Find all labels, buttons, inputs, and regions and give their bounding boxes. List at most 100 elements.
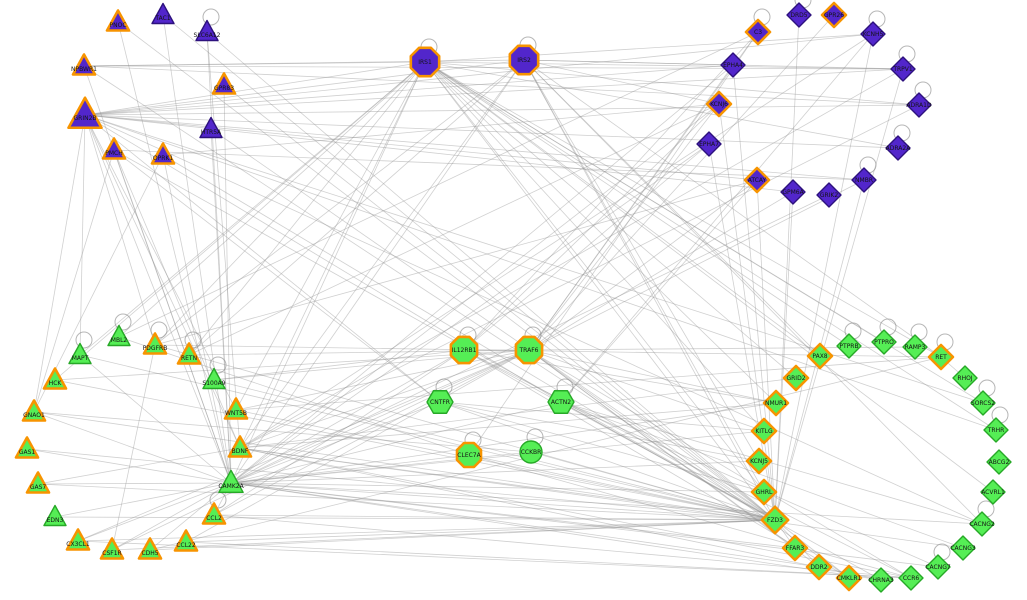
edge-TRAF6-GPR26 xyxy=(528,14,835,351)
edge-TRAF6-NMBR xyxy=(528,179,865,351)
edge-CAMK2A-OPRK1 xyxy=(162,154,232,484)
edge-IRS2-GRIN2B xyxy=(84,59,525,116)
edge-IRS1-GRIN2B xyxy=(84,61,426,116)
edge-CCL22-TRAF6 xyxy=(185,349,530,543)
node-IRS1[interactable]: IRS1 xyxy=(409,46,441,78)
node-CHRNA3[interactable]: CHRNA3 xyxy=(868,567,894,593)
triangle-node-shape xyxy=(211,72,237,95)
edge-CAMK2A-IL12RB1 xyxy=(230,349,465,484)
edge-CAMK2A-MAPT xyxy=(79,354,232,484)
node-ABCG2[interactable]: ABCG2 xyxy=(986,449,1012,475)
diamond-node-shape xyxy=(980,479,1006,505)
edge-CCL22-CCR6 xyxy=(185,541,912,579)
node-CLEC7A[interactable]: CLEC7A xyxy=(455,441,483,469)
triangle-node-shape xyxy=(65,528,91,551)
edge-IL12RB1-NMUR1 xyxy=(463,349,777,404)
diamond-node-shape xyxy=(835,564,863,592)
diamond-node-shape xyxy=(816,182,842,208)
edge-MBL2-IRS1 xyxy=(118,61,426,338)
node-GPR26[interactable]: GPR26 xyxy=(820,1,848,29)
diamond-node-shape xyxy=(760,505,790,535)
node-CCL22[interactable]: CCL22 xyxy=(173,529,199,552)
self-loop-layer xyxy=(75,0,1009,561)
node-TRAF6[interactable]: TRAF6 xyxy=(514,335,544,365)
diamond-node-shape xyxy=(786,2,812,28)
node-IL12RB1[interactable]: IL12RB1 xyxy=(449,335,479,365)
node-CCKBR[interactable]: CCKBR xyxy=(519,440,543,464)
edge-IRS1-GRID2 xyxy=(424,61,797,379)
edge-RETN-IRS2 xyxy=(188,59,525,356)
diamond-node-shape xyxy=(705,90,733,118)
edge-ACTN2-CACNG2 xyxy=(560,401,983,525)
edge-CAMK2A-KCNJ5 xyxy=(230,460,760,484)
node-ACVRL1[interactable]: ACVRL1 xyxy=(980,479,1006,505)
diamond-node-shape xyxy=(806,342,834,370)
node-ACTN2[interactable]: ACTN2 xyxy=(547,390,575,414)
octagon-node-shape xyxy=(514,335,544,365)
self-loop-MAPT xyxy=(75,331,93,349)
node-GRID2[interactable]: GRID2 xyxy=(782,364,810,392)
node-CACNG3[interactable]: CACNG3 xyxy=(950,535,976,561)
edge-CLEC7A-FZD3 xyxy=(468,454,776,521)
node-GPM6A[interactable]: GPM6A xyxy=(780,179,806,205)
edge-FZD3-PNOC xyxy=(117,21,776,521)
node-ADRA2A[interactable]: ADRA2A xyxy=(885,135,912,161)
edge-BDNF-ADRA1D xyxy=(239,104,920,449)
node-PNOC[interactable]: PNOC xyxy=(105,9,131,32)
triangle-node-shape xyxy=(67,96,103,130)
edge-CNTFR-KCNJ5 xyxy=(439,401,760,462)
triangle-node-shape xyxy=(101,137,127,160)
node-KITLG[interactable]: KITLG xyxy=(750,417,778,445)
node-GRIK2[interactable]: GRIK2 xyxy=(816,182,842,208)
node-CCR6[interactable]: CCR6 xyxy=(898,565,924,591)
node-OPRK1[interactable]: OPRK1 xyxy=(150,142,176,165)
node-GPR83[interactable]: GPR83 xyxy=(211,72,237,95)
edge-CAMK2A-PMCH xyxy=(113,149,232,484)
triangle-node-shape xyxy=(142,332,168,355)
octagon-node-shape xyxy=(449,335,479,365)
edge-CAMK2A-EPHA4 xyxy=(230,64,734,484)
node-SLC6A12[interactable]: SLC6A12 xyxy=(194,19,221,42)
edge-RETN-KCNJ6 xyxy=(188,103,720,356)
node-MAPT[interactable]: MAPT xyxy=(68,342,92,365)
node-CX3CL1[interactable]: CX3CL1 xyxy=(65,528,91,551)
edge-CNTFR-GRIN2B xyxy=(84,114,441,403)
edge-ACTN2-FZD3 xyxy=(560,401,776,521)
self-loop-CCL2 xyxy=(209,491,227,509)
edge-TRAF6-NMUR1 xyxy=(528,349,777,404)
node-PMCH[interactable]: PMCH xyxy=(101,137,127,160)
edge-FZD3-CMKLR1 xyxy=(774,519,850,579)
node-CCL2[interactable]: CCL2 xyxy=(201,502,227,525)
edge-CAMK2A-PNOC xyxy=(117,21,232,484)
node-NPBWR1[interactable]: NPBWR1 xyxy=(71,53,97,76)
diamond-node-shape xyxy=(885,135,911,161)
edge-WNT5B-IRS1 xyxy=(235,61,426,411)
node-IRS2[interactable]: IRS2 xyxy=(508,44,540,76)
edge-TRAF6-C3 xyxy=(528,31,759,351)
node-GNAO1[interactable]: GNAO1 xyxy=(21,399,47,422)
node-CNTFR[interactable]: CNTFR xyxy=(426,390,454,414)
node-CSF1R[interactable]: CSF1R xyxy=(99,537,125,560)
node-GAS1[interactable]: GAS1 xyxy=(14,436,40,459)
edge-CAMK2A-CACNG2 xyxy=(230,482,983,525)
edge-CCL2-CCR6 xyxy=(213,514,912,579)
diamond-node-shape xyxy=(750,417,778,445)
edge-CAMK2A-CHRNA3 xyxy=(230,482,882,581)
node-FFAR3[interactable]: FFAR3 xyxy=(781,534,809,562)
triangle-node-shape xyxy=(14,436,40,459)
edge-GRIN2B-TRPV1 xyxy=(84,68,904,116)
edge-CCL2-IL12RB1 xyxy=(213,349,465,516)
edge-PDGFRB-GRIN2B xyxy=(84,114,156,346)
node-TAC1[interactable]: TAC1 xyxy=(151,2,175,25)
node-FZD3[interactable]: FZD3 xyxy=(760,505,790,535)
edge-FZD3-KCNJ6 xyxy=(718,103,776,521)
edge-IRS1-ADRA2A xyxy=(424,61,899,149)
edge-CAMK2A-CLEC7A xyxy=(230,454,470,484)
edge-FZD3-GPM6A xyxy=(774,191,794,521)
node-KCNJ5[interactable]: KCNJ5 xyxy=(745,447,773,475)
node-HCK[interactable]: HCK xyxy=(42,367,68,390)
edge-IRS1-ADRA1D xyxy=(424,61,920,106)
node-CMKLR1[interactable]: CMKLR1 xyxy=(835,564,863,592)
triangle-node-shape xyxy=(99,537,125,560)
